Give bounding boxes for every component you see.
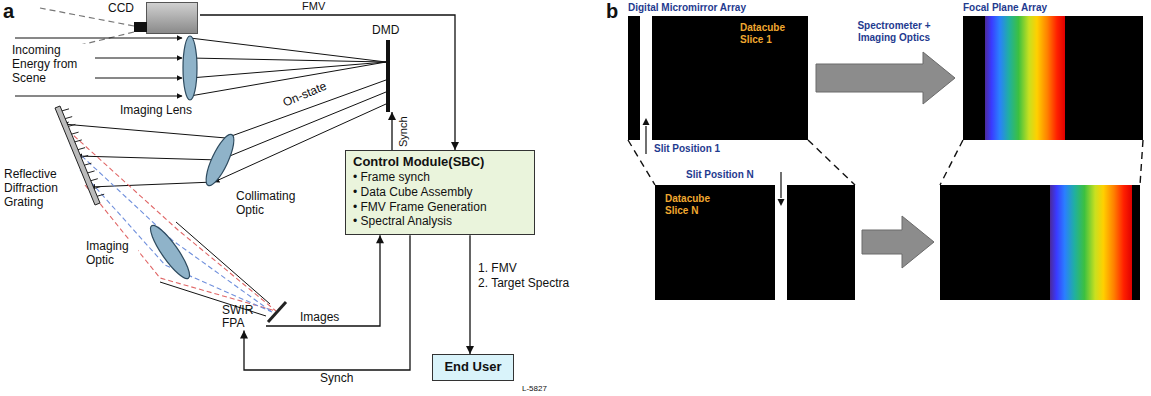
panel-letter: b (606, 0, 618, 23)
camera-body (146, 2, 198, 34)
edge-label: Spectrometer + Imaging Optics (838, 20, 950, 43)
edge-label: Synch (320, 372, 353, 386)
connector (466, 235, 474, 354)
slit (775, 185, 787, 300)
connector-line (469, 235, 470, 354)
text-label: On-state (279, 79, 330, 111)
connector (200, 15, 459, 150)
connector (388, 112, 396, 150)
slice-label: Datacube Slice N (665, 193, 725, 216)
dmd: DMD (372, 24, 402, 112)
text-label: 2. Target Spectra (478, 277, 569, 291)
text-label: L-5827 (522, 384, 547, 393)
text-label: Slit Position 1 (654, 143, 720, 155)
camera-lens (134, 22, 147, 32)
connector-line (200, 15, 455, 150)
box-title: Control Module(SBC) (353, 155, 527, 170)
bullet-item: • FMV Frame Generation (353, 201, 527, 215)
slit-pointer (780, 172, 781, 198)
connector-line (266, 235, 380, 326)
arrow-head (466, 346, 474, 354)
control-box: Control Module(SBC)• Frame synch• Data C… (345, 150, 535, 235)
array-frame (963, 16, 1143, 140)
connector (816, 52, 955, 104)
micromirror-array: Digital Micromirror ArrayDatacube Slice … (628, 2, 808, 140)
panel-heading: Digital Micromirror Array (628, 2, 746, 14)
slit-pointer-head (778, 199, 785, 206)
camera-label: CCD (108, 2, 134, 16)
connector-line (244, 235, 410, 370)
arrow-head (388, 112, 396, 120)
text-label: Collimating Optic (236, 190, 306, 218)
spectrum (985, 16, 1065, 140)
text-label: Imaging Lens (120, 104, 192, 118)
edge-label: FMV (300, 0, 327, 13)
text-label: Incoming Energy from Scene (12, 44, 90, 85)
panel-heading: Focal Plane Array (963, 2, 1047, 14)
array-frame: Datacube Slice 1 (628, 16, 808, 140)
connector (266, 235, 384, 326)
slit-pointer-head (643, 118, 650, 125)
ccd-camera: CCD (108, 2, 200, 42)
edge-label: Images (300, 311, 339, 325)
dmd-label: DMD (372, 24, 399, 38)
panel-letter: a (3, 0, 14, 23)
text-label: Reflective Diffraction Grating (4, 168, 74, 209)
micromirror-array: Datacube Slice N (655, 185, 855, 300)
text-label: Imaging Optic (86, 240, 138, 268)
slice-label: Datacube Slice 1 (740, 22, 800, 45)
dmd-mirror (386, 40, 390, 112)
slit (640, 16, 652, 140)
arrow-head (376, 235, 384, 243)
bullet-item: • Spectral Analysis (353, 215, 527, 229)
edge-label: Synch (397, 116, 410, 147)
box-title: End User (437, 360, 509, 375)
connector (240, 235, 410, 370)
bullet-item: • Frame synch (353, 171, 527, 185)
arrow-head (240, 330, 248, 338)
arrow-head (451, 142, 459, 150)
focal-plane-array: Focal Plane Array (963, 2, 1143, 140)
text-label: Slit Position N (686, 169, 754, 181)
end-user-box: End User (432, 354, 514, 381)
fpa-label-node: SWIR FPA (222, 304, 266, 330)
slit-pointer (645, 126, 646, 154)
text-label: 1. FMV (478, 262, 517, 276)
bullet-item: • Data Cube Assembly (353, 186, 527, 200)
block-arrow (816, 52, 955, 104)
fpa-label: SWIR FPA (222, 304, 266, 330)
